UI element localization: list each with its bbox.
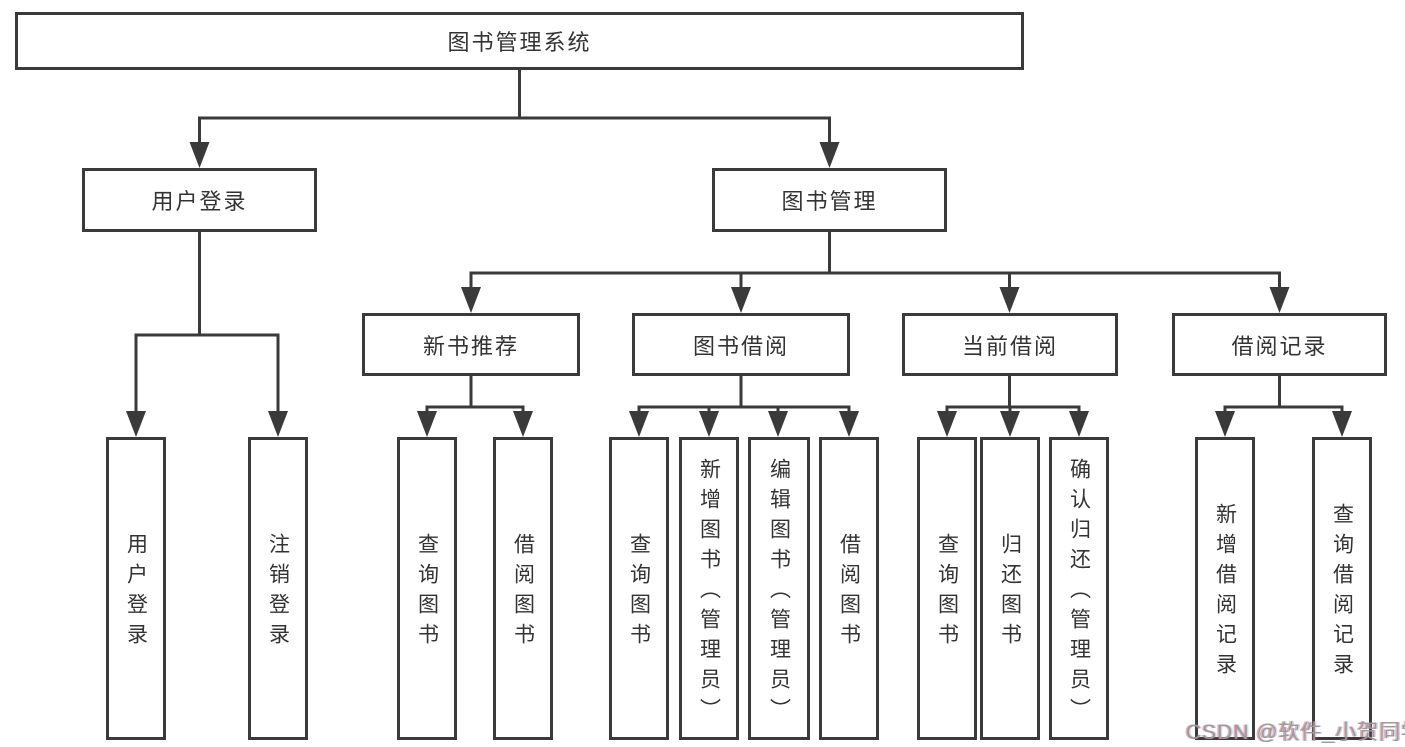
node-label: 确认归还（管理员） bbox=[1067, 458, 1091, 728]
node-label: 归还图书 bbox=[998, 533, 1022, 653]
node-root-library-management-system: 图书管理系统 bbox=[15, 12, 1024, 70]
node-label: 查询图书 bbox=[627, 533, 651, 653]
leaf-add-borrow-record: 新增借阅记录 bbox=[1195, 437, 1255, 740]
leaf-borrow-books-borrowing: 借阅图书 bbox=[819, 437, 879, 740]
node-label: 图书借阅 bbox=[692, 333, 789, 359]
node-book-borrowing: 图书借阅 bbox=[632, 313, 850, 376]
leaf-edit-books-admin: 编辑图书（管理员） bbox=[748, 437, 810, 740]
node-label: 借阅图书 bbox=[837, 533, 861, 653]
leaf-user-login: 用户登录 bbox=[106, 437, 166, 740]
node-label: 编辑图书（管理员） bbox=[767, 458, 791, 728]
node-borrowing-records: 借阅记录 bbox=[1172, 313, 1387, 376]
node-book-management-branch: 图书管理 bbox=[712, 168, 947, 232]
node-label: 用户登录 bbox=[151, 189, 248, 214]
leaf-query-books-borrowing: 查询图书 bbox=[609, 437, 669, 740]
leaf-return-books: 归还图书 bbox=[980, 437, 1040, 740]
node-label: 查询图书 bbox=[415, 533, 439, 653]
node-label: 当前借阅 bbox=[961, 333, 1058, 359]
leaf-query-books-recommend: 查询图书 bbox=[397, 437, 457, 740]
node-label: 借阅记录 bbox=[1231, 333, 1328, 359]
node-label: 新增图书（管理员） bbox=[697, 458, 721, 728]
node-label: 图书管理系统 bbox=[447, 30, 592, 55]
node-new-book-recommendation: 新书推荐 bbox=[362, 313, 580, 376]
leaf-query-borrow-record: 查询借阅记录 bbox=[1312, 437, 1372, 740]
node-label: 新书推荐 bbox=[422, 333, 519, 359]
leaf-borrow-books-recommend: 借阅图书 bbox=[493, 437, 553, 740]
leaf-confirm-return-admin: 确认归还（管理员） bbox=[1049, 437, 1109, 740]
node-label: 新增借阅记录 bbox=[1213, 503, 1237, 683]
node-label: 图书管理 bbox=[781, 189, 878, 214]
node-label: 用户登录 bbox=[124, 533, 148, 653]
leaf-query-books-current: 查询图书 bbox=[917, 437, 977, 740]
csdn-watermark: CSDN @软件_小贺同学 bbox=[1186, 721, 1405, 744]
node-label: 注销登录 bbox=[266, 533, 290, 653]
node-label: 查询图书 bbox=[935, 533, 959, 653]
leaf-add-books-admin: 新增图书（管理员） bbox=[679, 437, 739, 740]
node-label: 借阅图书 bbox=[511, 533, 535, 653]
node-user-login-branch: 用户登录 bbox=[82, 168, 317, 232]
node-current-borrowing: 当前借阅 bbox=[902, 313, 1118, 376]
node-label: 查询借阅记录 bbox=[1330, 503, 1354, 683]
leaf-logout: 注销登录 bbox=[248, 437, 308, 740]
